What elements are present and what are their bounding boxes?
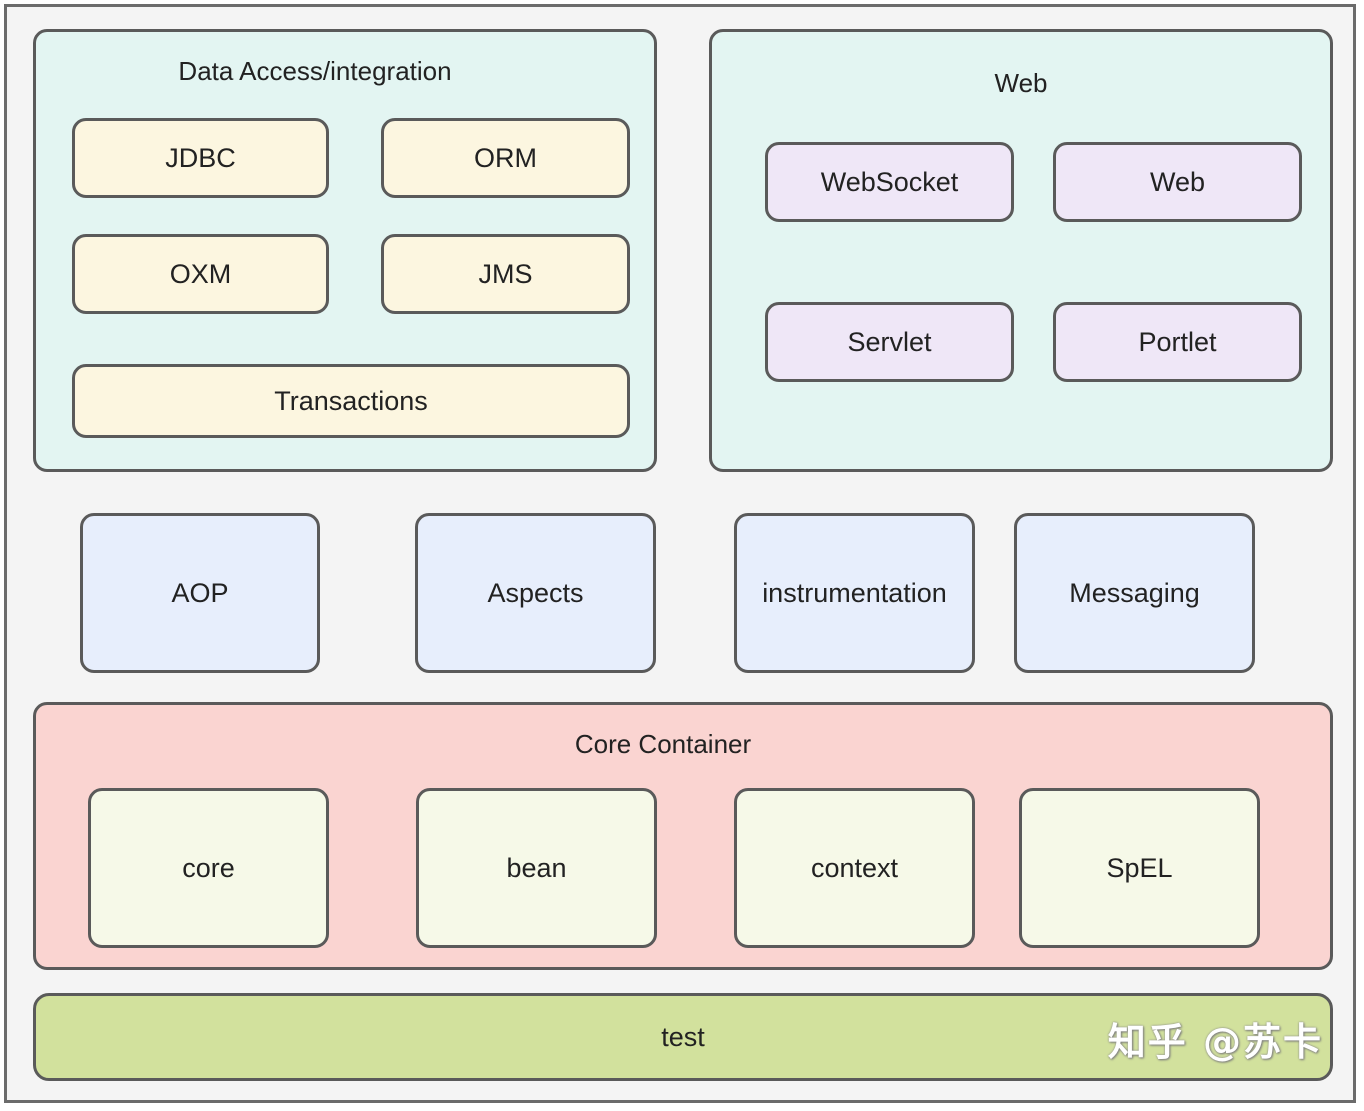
transactions-box: Transactions <box>72 364 630 438</box>
messaging-box: Messaging <box>1014 513 1255 673</box>
instrumentation-box: instrumentation <box>734 513 975 673</box>
spel-box: SpEL <box>1019 788 1260 948</box>
data-access-title: Data Access/integration <box>178 56 452 86</box>
diagram-frame: Data Access/integration JDBC ORM OXM JMS… <box>4 4 1356 1103</box>
web-box: Web <box>1053 142 1302 222</box>
websocket-box: WebSocket <box>765 142 1014 222</box>
test-box: test <box>33 993 1333 1081</box>
bean-box: bean <box>416 788 657 948</box>
orm-box: ORM <box>381 118 630 198</box>
aspects-box: Aspects <box>415 513 656 673</box>
jms-box: JMS <box>381 234 630 314</box>
data-access-group: Data Access/integration JDBC ORM OXM JMS… <box>33 29 657 472</box>
jdbc-box: JDBC <box>72 118 329 198</box>
core-container-title: Core Container <box>574 729 752 759</box>
servlet-box: Servlet <box>765 302 1014 382</box>
web-title: Web <box>994 68 1048 98</box>
aop-box: AOP <box>80 513 320 673</box>
context-box: context <box>734 788 975 948</box>
watermark: 知乎 @苏卡 <box>1107 1020 1323 1064</box>
portlet-box: Portlet <box>1053 302 1302 382</box>
oxm-box: OXM <box>72 234 329 314</box>
core-container-group: Core Container core bean context SpEL <box>33 702 1333 970</box>
web-group: Web WebSocket Web Servlet Portlet <box>709 29 1333 472</box>
core-box: core <box>88 788 329 948</box>
